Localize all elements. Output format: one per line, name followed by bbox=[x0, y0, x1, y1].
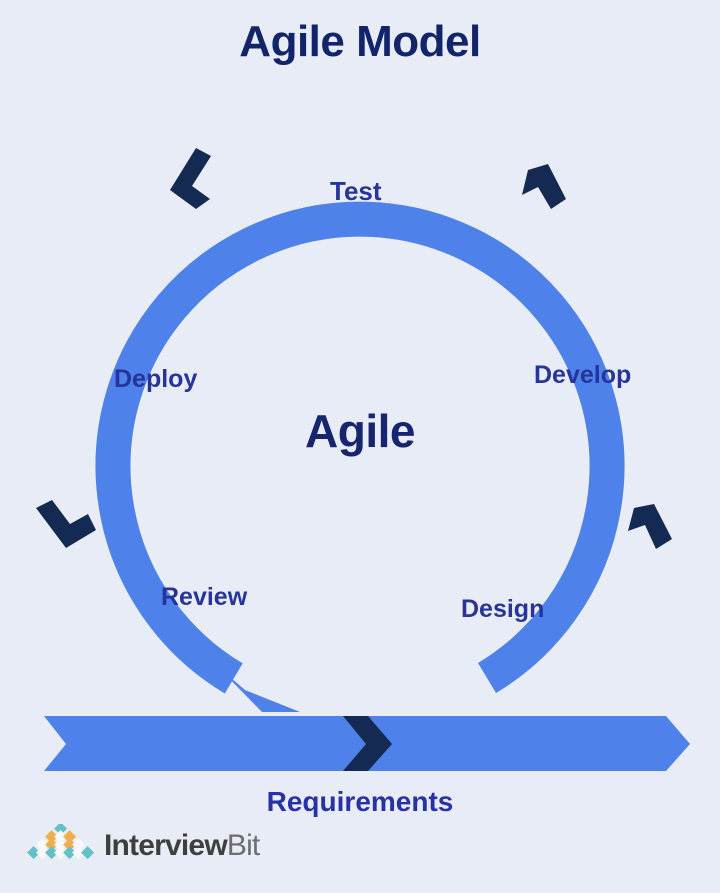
stage-label-requirements: Requirements bbox=[266, 786, 454, 817]
chevron-icon-test-to-develop bbox=[522, 164, 566, 209]
stage-label-review: Review bbox=[161, 583, 248, 611]
chevron-icon-review-to-deploy bbox=[36, 500, 96, 548]
center-label: Agile bbox=[305, 405, 415, 457]
cycle-ring bbox=[95, 201, 625, 712]
brand-wordmark: InterviewBit bbox=[104, 829, 260, 862]
chevron-icon-deploy-to-test bbox=[170, 148, 211, 209]
interviewbit-logo: InterviewBit bbox=[26, 824, 260, 868]
ring-tail-left bbox=[217, 666, 300, 712]
page-title: Agile Model bbox=[239, 17, 481, 66]
ring-chevrons bbox=[36, 148, 672, 549]
brand-name-light: Bit bbox=[226, 829, 260, 862]
chevron-icon-develop-to-design bbox=[628, 504, 672, 549]
stage-label-develop: Develop bbox=[534, 361, 632, 389]
stage-label-deploy: Deploy bbox=[114, 365, 198, 393]
requirements-band bbox=[44, 716, 690, 771]
brand-name-bold: Interview bbox=[104, 829, 228, 862]
diamond-triangle-logo-icon bbox=[27, 824, 94, 860]
stage-label-test: Test bbox=[330, 176, 382, 206]
cycle-ring-arc bbox=[95, 201, 625, 694]
chevron-icon-requirements bbox=[343, 716, 392, 771]
stage-label-design: Design bbox=[461, 595, 545, 623]
